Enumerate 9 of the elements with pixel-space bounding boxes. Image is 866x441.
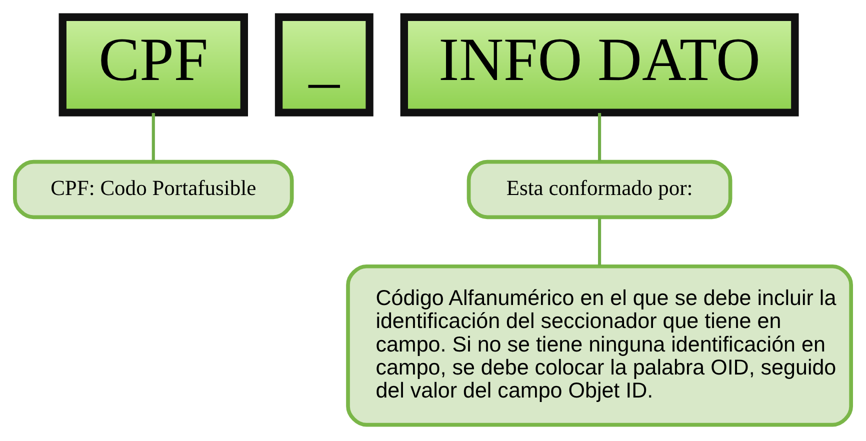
connector bbox=[598, 112, 602, 161]
node-box: INFO DATO bbox=[400, 12, 799, 116]
connector bbox=[598, 217, 602, 266]
connector bbox=[152, 112, 155, 161]
node-box: Esta conformado por: bbox=[466, 159, 732, 219]
node-box: CPF: Codo Portafusible bbox=[13, 159, 294, 219]
node-box: Código Alfanumérico en el que se debe incluir la identificación del seccionador que tiene en campo. Si no se tiene ninguna identificación en campo, se debe colocar la palabra OID, seguido del valor del campo Objet ID. bbox=[346, 264, 853, 426]
node-box: CPF bbox=[58, 12, 248, 116]
node-box: _ bbox=[274, 12, 374, 116]
